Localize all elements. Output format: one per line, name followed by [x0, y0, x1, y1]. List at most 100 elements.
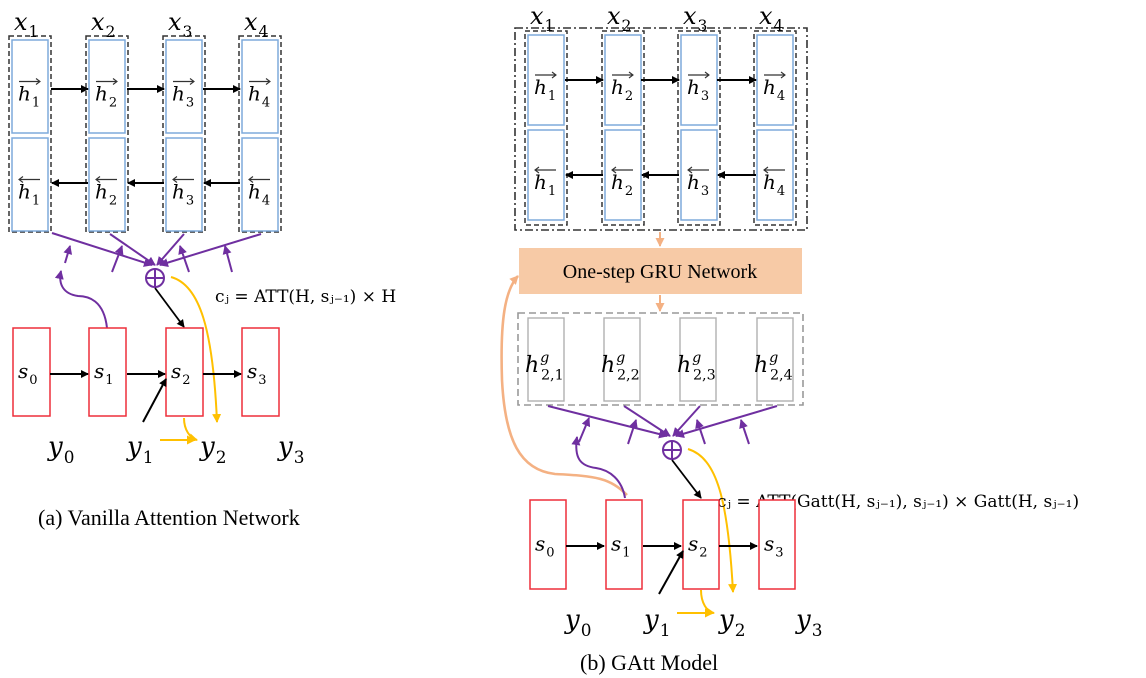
decoder-state-label: s1: [611, 532, 631, 561]
encoder-column-frame: [8, 35, 52, 233]
decoder-state: s0: [12, 327, 51, 417]
formula-b: cⱼ = ATT(Gatt(H, sⱼ₋₁), sⱼ₋₁) × Gatt(H, …: [717, 492, 1079, 512]
input-token-label: x1: [530, 2, 554, 35]
output-token-label: y2: [718, 605, 745, 640]
gate-state-cell: [527, 317, 565, 402]
input-token-label: x3: [168, 8, 192, 41]
backward-state-label: h2: [95, 180, 117, 209]
forward-state-cell: [527, 34, 565, 126]
forward-state-cell: [165, 39, 203, 134]
output-flow-arrow: [170, 276, 222, 423]
encoder-column-frame: [601, 30, 645, 226]
forward-state-label: h4: [248, 82, 270, 111]
forward-state-cell: [604, 34, 642, 126]
encoder-column: h4 h4 x4: [753, 2, 797, 226]
context-arrow-b: [671, 459, 702, 499]
attention-lines: [51, 232, 262, 329]
decoder-state-label: s3: [247, 359, 267, 388]
decoder-state: s3: [241, 327, 280, 417]
encoder-column-frame: [524, 30, 568, 226]
encoder-column: h1 h1 x1: [524, 2, 568, 226]
input-token-label: x4: [244, 8, 269, 41]
backward-state-label: h3: [172, 180, 194, 209]
decoder-state-label: s3: [764, 532, 784, 561]
formula-a: cⱼ = ATT(H, sⱼ₋₁) × H: [215, 287, 396, 307]
decoder-state-cell: [241, 327, 280, 417]
backward-state-cell: [88, 137, 126, 232]
caption-b: (b) GAtt Model: [580, 650, 718, 675]
backward-state-label: h2: [611, 170, 633, 199]
gate-state-cell: [679, 317, 717, 402]
input-token-label: x2: [607, 2, 631, 35]
input-token-label: x2: [91, 8, 115, 41]
output-flow-arrow-b: [687, 448, 738, 593]
decoder-state-label: s2: [171, 359, 191, 388]
forward-state-label: h1: [18, 82, 40, 111]
backward-state-cell: [756, 129, 794, 221]
encoder-column-frame: [753, 30, 797, 226]
forward-state-label: h1: [534, 75, 556, 104]
decoder-arrows-b: [566, 542, 758, 595]
decoder-state: s2: [165, 327, 204, 417]
decoder-state: s3: [758, 499, 796, 590]
decoder-state: s0: [529, 499, 567, 590]
output-feed-arrow-b: [700, 589, 715, 617]
decoder-state-label: s2: [688, 532, 708, 561]
forward-state-label: h4: [763, 75, 785, 104]
input-token-label: x4: [759, 2, 784, 35]
forward-state-cell: [756, 34, 794, 126]
decoder-state-cell: [605, 499, 643, 590]
encoder-column-frame: [238, 35, 282, 233]
decoder-state-cell: [758, 499, 796, 590]
combine-node-b: [662, 440, 682, 460]
combine-node: [145, 268, 165, 288]
gru-label: One-step GRU Network: [563, 261, 757, 283]
decoder-state-cell: [165, 327, 204, 417]
decoder-state-label: s1: [94, 359, 114, 388]
caption-a: (a) Vanilla Attention Network: [38, 505, 300, 530]
forward-state-cell: [11, 39, 49, 134]
output-token-label: y3: [277, 432, 304, 467]
decoder-state-cell: [529, 499, 567, 590]
encoder-column: h3 h3 x3: [162, 8, 206, 233]
decoder-state-cell: [12, 327, 51, 417]
forward-state-cell: [241, 39, 279, 134]
input-token-label: x1: [14, 8, 38, 41]
output-token-label: y0: [47, 432, 74, 467]
encoder-column: h2 h2 x2: [85, 8, 129, 233]
forward-state-cell: [88, 39, 126, 134]
forward-state-label: h2: [95, 82, 117, 111]
gru-box: [519, 248, 802, 294]
gate-state-cell: [756, 317, 794, 402]
context-arrow: [154, 287, 185, 328]
output-token-label: y3: [795, 605, 822, 640]
gate-state-cell: [603, 317, 641, 402]
input-token-label: x3: [683, 2, 707, 35]
backward-state-cell: [527, 129, 565, 221]
backward-state-label: h1: [534, 170, 556, 199]
decoder-state-cell: [88, 327, 127, 417]
decoder-state: s2: [682, 499, 720, 590]
decoder-state: s1: [605, 499, 643, 590]
encoder-column-frame: [85, 35, 129, 233]
backward-state-label: h1: [18, 180, 40, 209]
decoder-arrows: [50, 370, 242, 423]
encoder-column: h1 h1 x1: [8, 8, 52, 233]
forward-state-label: h3: [172, 82, 194, 111]
backward-state-label: h4: [763, 170, 785, 199]
output-token-label: y0: [564, 605, 591, 640]
forward-state-label: h3: [687, 75, 709, 104]
